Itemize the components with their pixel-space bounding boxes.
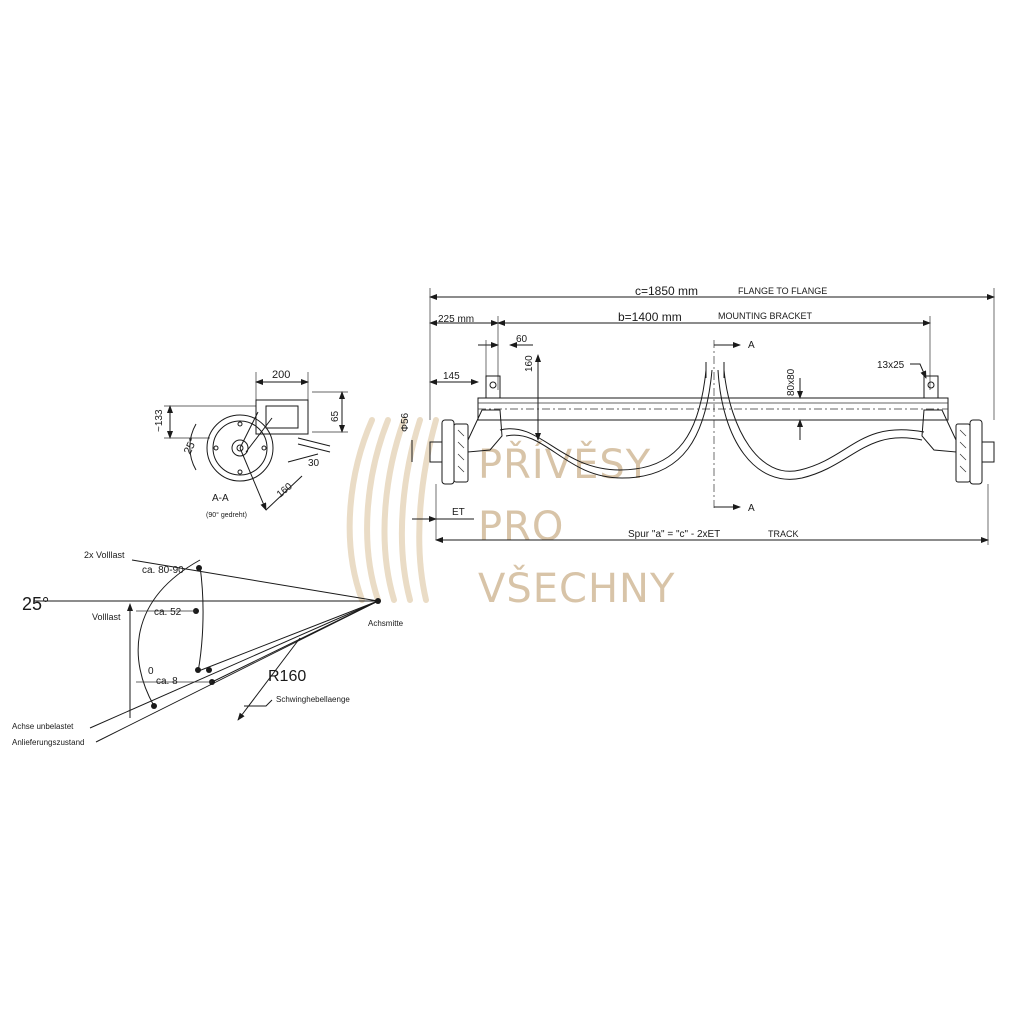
load-ca-80-90: ca. 80-90 <box>142 565 184 576</box>
load-full-load-double: 2x Volllast <box>84 550 125 560</box>
dim-mounting-bracket-value: b=1400 mm <box>618 310 682 324</box>
load-ca-52: ca. 52 <box>154 607 182 618</box>
load-zero: 0 <box>148 666 154 677</box>
dim-bracket-height: 160 <box>524 355 535 372</box>
dim-beam-section: 80x80 <box>786 368 797 396</box>
dim-flange-to-flange-value: c=1850 mm <box>635 284 698 298</box>
watermark-line1: PŘÍVĚSY <box>478 440 651 488</box>
section-dim-160: 160 <box>275 481 295 500</box>
section-marker-bottom: A <box>748 503 755 514</box>
load-diagram: 25° R160 2x Volllast ca. 80-90 Volllast … <box>12 550 404 747</box>
dim-flange-to-flange-label: FLANGE TO FLANGE <box>738 286 827 296</box>
section-subtitle: (90° gedreht) <box>206 511 247 519</box>
load-unloaded-line2: Anlieferungszustand <box>12 738 85 747</box>
load-axle-center: Achsmitte <box>368 619 404 628</box>
dim-et: ET <box>452 507 465 518</box>
section-dim-200: 200 <box>272 369 290 381</box>
watermark-line2: PRO <box>478 504 564 550</box>
load-lever-length: Schwinghebellaenge <box>276 695 350 704</box>
watermark-logo: PŘÍVĚSY PRO VŠECHNY <box>346 417 675 612</box>
section-dim-65: 65 <box>330 410 341 422</box>
axle-front-view: c=1850 mm FLANGE TO FLANGE 225 mm b=1400… <box>400 284 995 545</box>
watermark-line3: VŠECHNY <box>478 564 675 612</box>
dim-slot-size: 13x25 <box>877 360 905 371</box>
load-unloaded-line1: Achse unbelastet <box>12 722 74 731</box>
dim-mounting-bracket-label: MOUNTING BRACKET <box>718 311 813 321</box>
load-ca-8: ca. 8 <box>156 676 178 687</box>
load-radius: R160 <box>268 668 306 685</box>
dim-bracket-offset: 225 mm <box>438 314 474 325</box>
section-title: A-A <box>212 493 229 504</box>
section-a-a-view: 200 ~133 65 25° 30 160 <box>154 369 348 519</box>
load-angle-25: 25° <box>22 594 49 614</box>
dim-hub-offset: 145 <box>443 371 460 382</box>
section-marker-top: A <box>748 340 755 351</box>
dim-track-label: TRACK <box>768 529 799 539</box>
dim-track-formula: Spur "a" = "c" - 2xET <box>628 529 720 540</box>
section-dim-133: ~133 <box>154 409 165 432</box>
section-angle-25: 25° <box>182 436 200 456</box>
dim-hub-diameter: Φ56 <box>400 412 411 432</box>
dim-bracket-width: 60 <box>516 334 528 345</box>
load-full-load: Volllast <box>92 612 121 622</box>
section-dim-30: 30 <box>308 458 320 469</box>
